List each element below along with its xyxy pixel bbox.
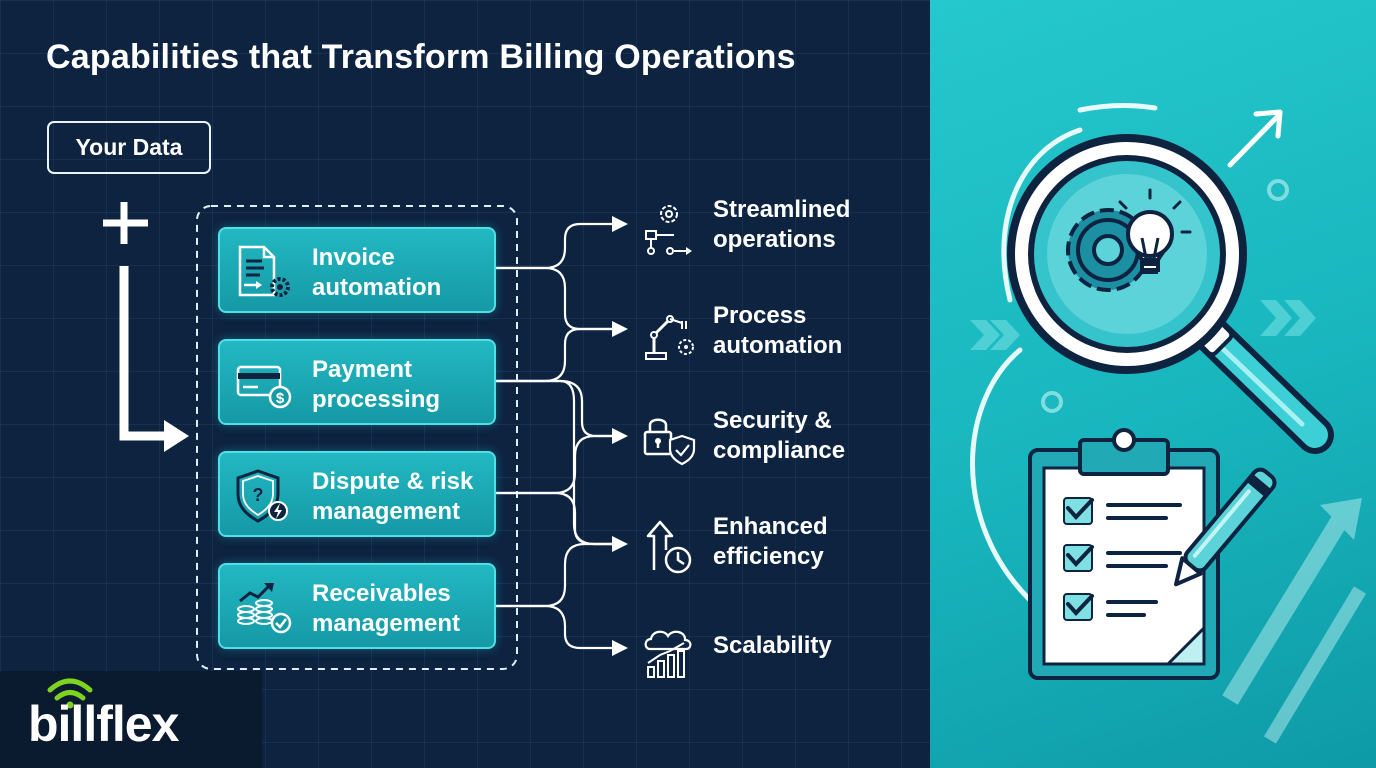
decorative-dot [1267,179,1289,201]
capability-card-dispute: ? Dispute & risk management [218,451,496,537]
clipboard-checklist-icon [1028,428,1220,680]
connector-layer [103,202,628,670]
card-dollar-icon: $ [236,365,292,409]
outcome-label-line: Streamlined [713,196,851,223]
illustration-panel [930,0,1376,768]
decorative-swoosh [970,347,1033,603]
growth-arrow-icon [1222,498,1367,744]
svg-text:$: $ [276,390,285,407]
outcome-label-line: Enhanced [713,513,828,540]
fan-out-connectors [496,222,612,650]
your-data-box: Your Data [47,121,211,174]
outcome-streamlined-operations: Streamlined operations [640,195,920,265]
outcome-label-line: Security & [713,407,832,434]
capability-card-receivables: Receivables management [218,563,496,649]
capabilities-container [196,205,518,670]
capability-label-line: automation [312,274,442,301]
plus-icon [103,202,148,244]
l-arrow-head [164,420,189,452]
arrowheads [612,216,628,656]
capability-label-line: Invoice [312,244,395,271]
cloud-chart-icon [644,630,692,678]
capability-label-line: management [312,498,461,525]
outcome-label-line: Scalability [713,632,832,659]
outcome-label-line: efficiency [713,543,824,570]
capability-label-line: Dispute & risk [312,468,474,495]
decorative-swoosh [1001,127,1083,303]
outcome-process-automation: Process automation [640,301,920,371]
lock-shield-icon [643,418,696,466]
illustration [970,103,1367,744]
outcome-label-line: compliance [713,437,846,464]
logo-area [0,671,262,768]
outcome-enhanced-efficiency: Enhanced efficiency [640,512,920,582]
decorative-dot [1041,391,1063,413]
chevron-icon [970,300,1316,350]
shield-question-icon: ? [236,469,288,523]
coins-growth-icon [237,583,292,634]
invoice-gear-icon [238,245,290,297]
capability-label-line: Payment [312,356,413,383]
outcome-label-line: automation [713,332,843,359]
l-arrow [119,266,168,441]
capability-label-line: management [312,610,461,637]
outcome-security-compliance: Security & compliance [640,406,920,476]
capability-card-invoice: Invoice automation [218,227,496,313]
arrow-clock-icon [646,520,692,574]
robot-arm-icon [645,315,694,360]
capability-label-line: processing [312,386,441,413]
outcome-scalability: Scalability [640,617,920,687]
outcome-label-line: Process [713,302,807,329]
brand-logo: billflex [28,696,179,752]
svg-text:?: ? [253,485,264,505]
capability-label-line: Receivables [312,580,451,607]
capability-card-payment: $ Payment processing [218,339,496,425]
gear-flowchart-icon [645,205,692,255]
pen-icon [1174,467,1277,587]
magnifier-gear-bulb-icon [1007,134,1334,454]
page-title: Capabilities that Transform Billing Oper… [46,38,796,76]
growth-arrow-icon [1227,109,1283,168]
decorative-swoosh [1077,103,1158,113]
outcome-label-line: operations [713,226,836,253]
